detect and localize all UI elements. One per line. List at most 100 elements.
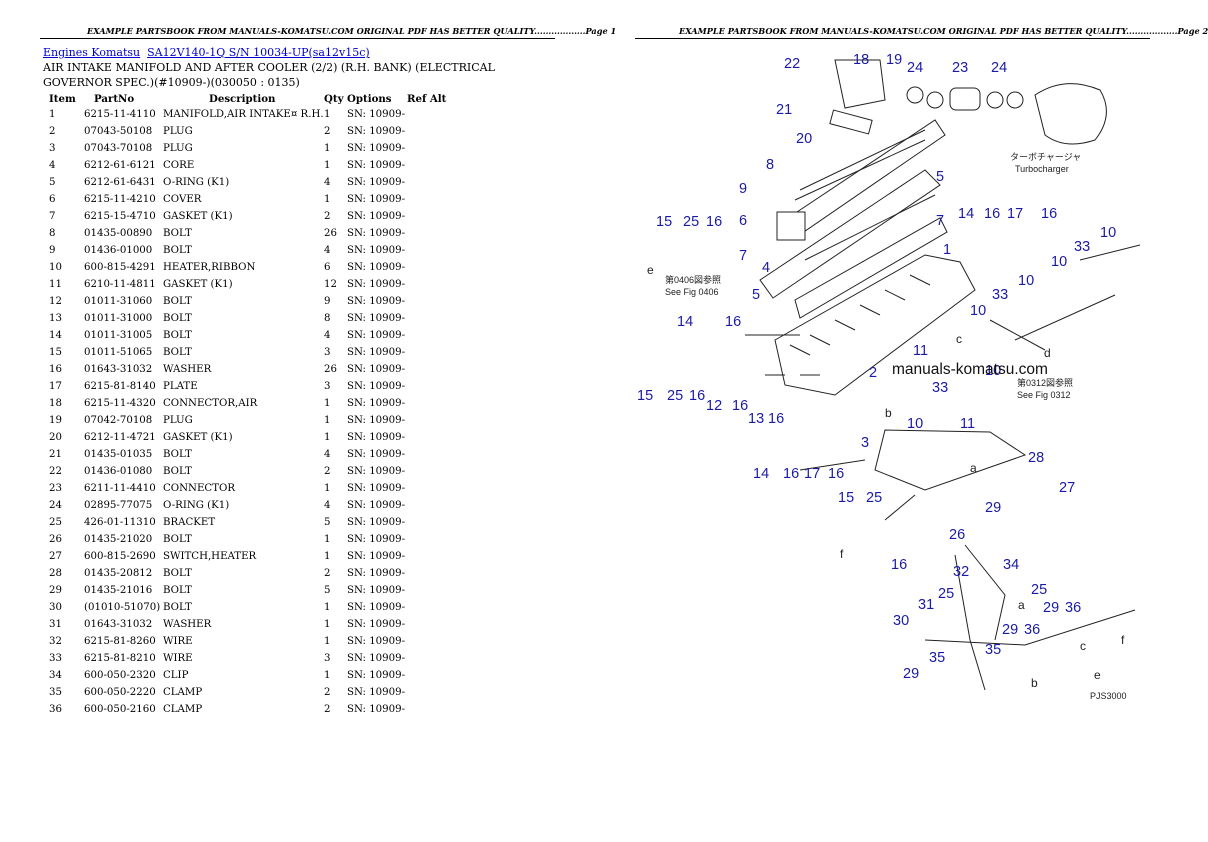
cell-options: SN: 10909- [347, 296, 406, 307]
cell-ref-alt [407, 106, 447, 123]
cell-partno: 426-01-11310 [84, 517, 156, 528]
cell-partno: 01436-01000 [84, 245, 153, 256]
cell-ref-alt [407, 599, 447, 616]
figure-code: PJS3000 [1090, 691, 1127, 701]
svg-text:10: 10 [985, 363, 1001, 379]
cell-description: PLUG [163, 415, 193, 426]
cell-description: BOLT [163, 534, 192, 545]
svg-text:26: 26 [949, 527, 965, 543]
svg-text:c: c [1080, 639, 1086, 653]
cell-item: 28 [49, 568, 62, 579]
cell-description: BOLT [163, 330, 192, 341]
cell-description: WIRE [163, 653, 193, 664]
cell-ref-alt [407, 667, 447, 684]
fig-ref-2-jp: 第0312図参照 [1017, 377, 1073, 388]
svg-text:21: 21 [776, 102, 792, 118]
cell-options: SN: 10909- [347, 211, 406, 222]
fig-ref-1-jp: 第0406図参照 [665, 274, 721, 285]
col-header-qty: Qty [324, 92, 344, 105]
cell-description: HEATER,RIBBON [163, 262, 256, 273]
cell-description: PLATE [163, 381, 198, 392]
cell-options: SN: 10909- [347, 653, 406, 664]
cell-qty: 1 [324, 602, 331, 613]
svg-text:4: 4 [762, 260, 770, 276]
header-rule [635, 38, 1150, 39]
cell-partno: 01011-31060 [84, 296, 153, 307]
col-header-partno: PartNo [94, 92, 135, 105]
cell-item: 15 [49, 347, 62, 358]
cell-options: SN: 10909- [347, 245, 406, 256]
cell-ref-alt [407, 480, 447, 497]
header-rule [40, 38, 555, 39]
cell-ref-alt [407, 548, 447, 565]
col-header-options: Options [347, 92, 392, 105]
cell-options: SN: 10909- [347, 228, 406, 239]
cell-item: 6 [49, 194, 56, 205]
breadcrumb-link-model[interactable]: SA12V140-1Q S/N 10034-UP(sa12v15c) [147, 46, 370, 59]
cell-ref-alt [407, 684, 447, 701]
cell-description: WIRE [163, 636, 193, 647]
cell-description: BOLT [163, 568, 192, 579]
svg-text:23: 23 [952, 60, 968, 76]
svg-text:25: 25 [938, 586, 954, 602]
cell-description: CONNECTOR [163, 483, 236, 494]
table-header-row: Item PartNo Description Qty Options Ref … [43, 91, 447, 106]
svg-text:14: 14 [677, 314, 693, 330]
cell-options: SN: 10909- [347, 551, 406, 562]
svg-text:16: 16 [828, 466, 844, 482]
cell-qty: 3 [324, 653, 331, 664]
cell-partno: 6212-61-6431 [84, 177, 156, 188]
cell-options: SN: 10909- [347, 432, 406, 443]
cell-options: SN: 10909- [347, 670, 406, 681]
cell-item: 26 [49, 534, 62, 545]
cell-qty: 2 [324, 211, 331, 222]
svg-text:36: 36 [1024, 622, 1040, 638]
cell-description: CONNECTOR,AIR [163, 398, 258, 409]
cell-description: MANIFOLD,AIR INTAKE¤ R.H. [163, 109, 324, 120]
cell-description: O-RING (K1) [163, 177, 230, 188]
parts-table: Item PartNo Description Qty Options Ref … [43, 91, 447, 718]
cell-qty: 1 [324, 619, 331, 630]
svg-text:6: 6 [739, 213, 747, 229]
cell-options: SN: 10909- [347, 330, 406, 341]
svg-text:3: 3 [861, 435, 869, 451]
cell-partno: 6215-11-4320 [84, 398, 156, 409]
cell-qty: 3 [324, 381, 331, 392]
cell-description: BOLT [163, 602, 192, 613]
svg-text:16: 16 [768, 411, 784, 427]
cell-item: 10 [49, 262, 62, 273]
cell-options: SN: 10909- [347, 602, 406, 613]
svg-text:19: 19 [886, 52, 902, 68]
cell-partno: 6212-11-4721 [84, 432, 156, 443]
cell-partno: 01435-20812 [84, 568, 153, 579]
cell-item: 34 [49, 670, 62, 681]
svg-text:16: 16 [725, 314, 741, 330]
breadcrumb-link-engines[interactable]: Engines Komatsu [43, 46, 141, 59]
cell-item: 20 [49, 432, 62, 443]
cell-options: SN: 10909- [347, 483, 406, 494]
cell-partno: 6212-61-6121 [84, 160, 156, 171]
cell-description: PLUG [163, 126, 193, 137]
fig-ref-2-en: See Fig 0312 [1017, 390, 1071, 400]
cell-options: SN: 10909- [347, 398, 406, 409]
cell-partno: 07042-70108 [84, 415, 153, 426]
svg-text:1: 1 [943, 242, 951, 258]
cell-options: SN: 10909- [347, 517, 406, 528]
cell-qty: 1 [324, 398, 331, 409]
cell-options: SN: 10909- [347, 347, 406, 358]
